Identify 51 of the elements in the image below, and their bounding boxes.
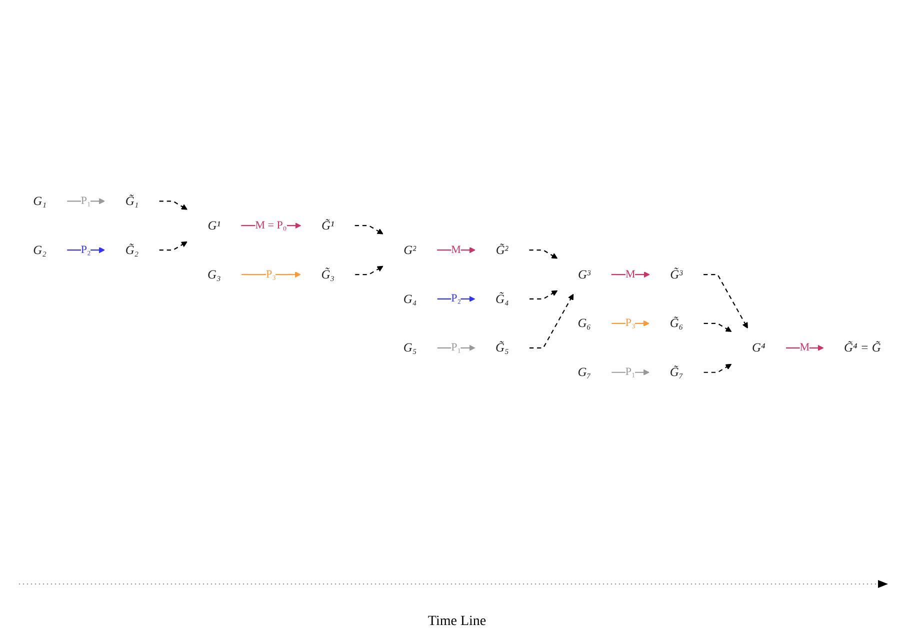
edge-label: P₁ [625,366,636,378]
node-text: G̃³ [670,267,683,281]
flow-diagram: P₁ P₂ M = P₀ P₃ M P₂ M P₁ P₃ M P₁ G₁ G̃₁ G¹ G̃¹ G₂ G̃₂ G² G̃² G₃ G̃₃ G₄ G̃₄ G³ G̃³ G₅ G̃₅ G₆ G̃₆ G⁴ G̃⁴ = G̃ G₇ G̃₇ [7,176,907,398]
edge-label: P₃ [625,316,636,329]
arrow [704,364,732,373]
edge-label: P₂ [451,292,462,304]
node-text: G̃² [496,242,509,256]
node-text: G̃₅ [496,340,509,354]
node-text: G₄ [403,291,417,306]
edge-label: M [451,244,461,256]
arrow [159,200,188,210]
node-text: G̃⁴ = G̃ [844,340,881,354]
arrow [437,296,476,302]
edge-label: P₃ [266,268,276,280]
edge-label: P₁ [451,341,462,354]
node-text: G̃₇ [670,364,684,379]
node-text: G² [404,242,416,256]
arrow [612,320,650,326]
arrow [437,344,476,351]
node-text: G₃ [208,267,221,281]
arrow [355,266,384,275]
arrow [159,241,188,250]
arrow [437,246,476,253]
node-text: G₆ [578,316,591,330]
node-text: G̃₃ [321,267,334,281]
arrow [704,322,732,332]
arrow [529,294,574,348]
node-text: G⁴ [752,340,766,354]
arrow [241,271,301,278]
arrow [529,249,558,258]
node-text: G̃₆ [670,316,684,330]
edge-label: M [800,341,810,354]
node-text: G₂ [33,242,46,256]
node-text: G¹ [208,218,220,232]
axis-label: Time Line [428,613,486,631]
node-text: G̃₄ [496,291,509,306]
edge-label: M = P₀ [255,219,287,231]
edge-label: P₂ [80,244,91,256]
edge-label: P₁ [80,194,91,206]
arrow [529,290,558,300]
node-text: G̃₁ [125,194,139,208]
edge-label: M [626,268,636,280]
arrow [704,274,748,328]
node-text: G₁ [33,194,46,208]
arrow [612,369,650,376]
node-text: G₅ [403,340,417,354]
node-text: G̃₂ [125,242,139,256]
arrow [354,224,384,234]
node-text: G³ [578,267,591,281]
node-text: G̃¹ [321,218,334,232]
node-text: G₇ [578,364,591,379]
